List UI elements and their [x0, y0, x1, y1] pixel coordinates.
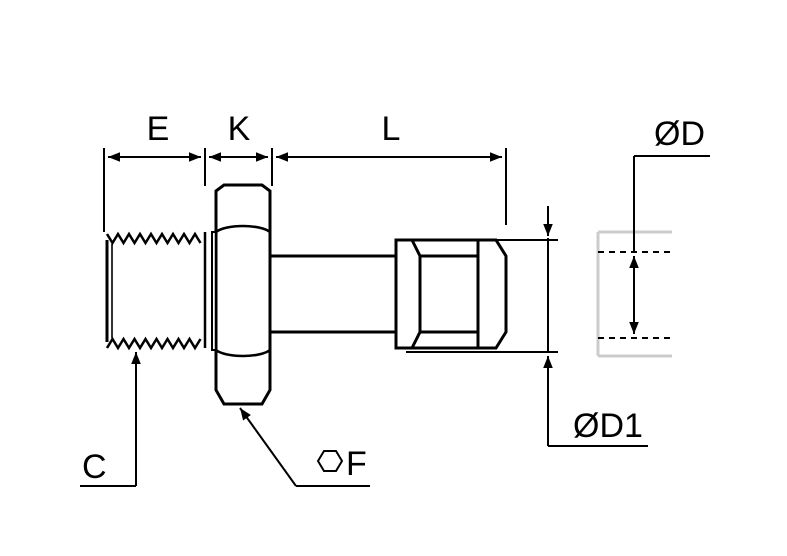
label-od1: ØD1	[573, 407, 643, 445]
label-c: C	[82, 448, 107, 486]
hex-nut	[211, 183, 272, 406]
thread-bottom-edge	[105, 336, 202, 351]
label-od: ØD	[654, 115, 705, 153]
label-f: F	[346, 445, 367, 483]
od1-dimension	[406, 206, 648, 447]
shank	[270, 254, 396, 334]
label-k: K	[228, 110, 251, 148]
tube-section	[596, 155, 710, 358]
hexagon-icon	[316, 450, 344, 472]
c-leader	[80, 352, 141, 487]
thread-top-edge	[105, 231, 202, 246]
label-l: L	[382, 110, 401, 148]
hose-barb	[394, 238, 508, 350]
extension-lines	[103, 148, 507, 232]
label-e: E	[147, 110, 170, 148]
threaded-section	[105, 231, 207, 351]
f-leader	[239, 407, 370, 487]
